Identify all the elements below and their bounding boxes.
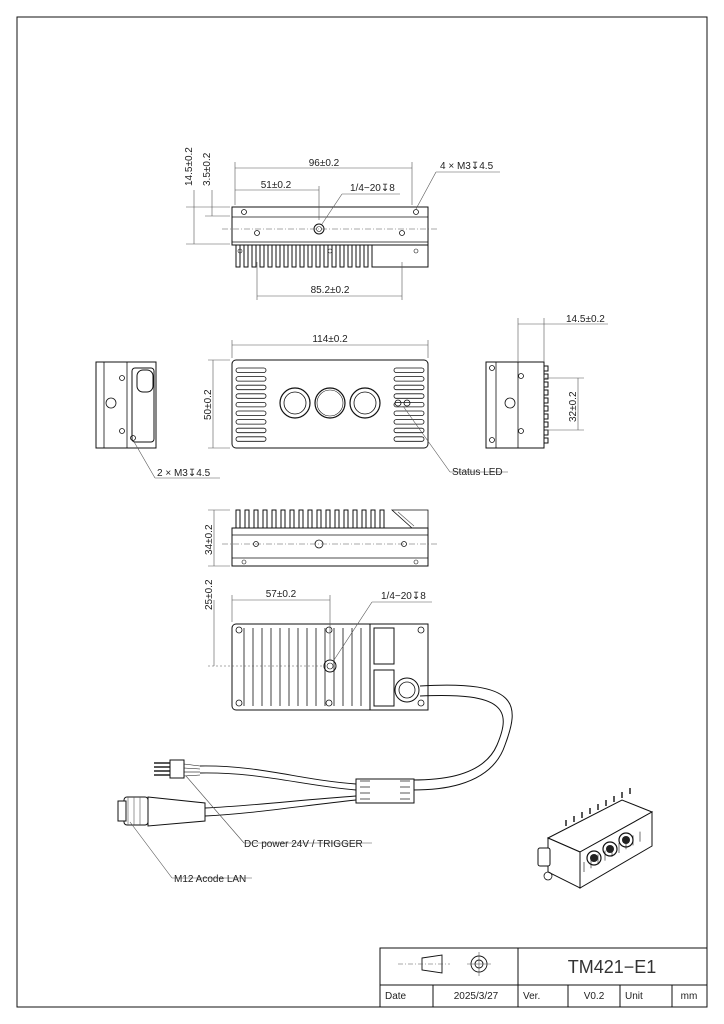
title-block: TM421−E1 Date 2025/3/27 Ver. V0.2 Unit m…: [379, 947, 708, 1008]
dim-front-width: 114±0.2: [312, 334, 348, 345]
dim-front-height: 50±0.2: [203, 389, 214, 420]
left-side-dimensions: 2 × M3↧4.5: [132, 439, 220, 479]
tripod-thread-rear: 1/4−20↧8: [381, 591, 426, 602]
dim-top-width: 96±0.2: [309, 158, 340, 169]
mount-holes-side: 2 × M3↧4.5: [157, 468, 211, 479]
cable-callouts: DC power 24V / TRIGGER M12 Acode LAN: [129, 775, 372, 885]
left-side-view: [95, 361, 157, 449]
dim-top-slot-height: 3.5±0.2: [202, 152, 213, 186]
dim-top-base-width: 85.2±0.2: [311, 285, 350, 296]
right-side-view: [485, 361, 549, 449]
dim-side-height: 32±0.2: [568, 391, 579, 422]
mount-holes-top: 4 × M3↧4.5: [440, 161, 494, 172]
dim-top-offset: 51±0.2: [261, 180, 292, 191]
isometric-view: [537, 788, 654, 889]
front-view: [231, 359, 429, 449]
callout-dc-power: DC power 24V / TRIGGER: [244, 839, 363, 850]
top-view: [222, 206, 438, 268]
dim-bottom-height: 34±0.2: [204, 524, 215, 555]
dim-top-height: 14.5±0.2: [184, 147, 195, 186]
date-label: Date: [385, 991, 407, 1002]
callout-m12-lan: M12 Acode LAN: [174, 874, 246, 885]
dim-rear-offset: 57±0.2: [266, 589, 297, 600]
right-side-dimensions: 14.5±0.2 32±0.2: [517, 314, 608, 431]
sheet-border: [16, 16, 708, 1008]
bottom-view: [222, 509, 438, 567]
bottom-view-dimensions: 34±0.2: [204, 509, 230, 567]
ver-label: Ver.: [523, 991, 540, 1002]
dim-side-depth: 14.5±0.2: [566, 314, 605, 325]
tripod-thread-top: 1/4−20↧8: [350, 183, 395, 194]
top-view-dimensions: 96±0.2 51±0.2 1/4−20↧8 4 × M3↧4.5 14.5±0…: [184, 147, 500, 300]
cable-assembly: [117, 684, 513, 827]
date-value: 2025/3/27: [454, 991, 499, 1002]
model-number: TM421−E1: [568, 957, 657, 977]
rear-view: [231, 623, 429, 711]
unit-value: mm: [681, 991, 698, 1002]
dim-rear-height: 25±0.2: [204, 579, 215, 610]
rear-view-dimensions: 57±0.2 25±0.2 1/4−20↧8: [204, 579, 432, 667]
projection-symbol-icon: [398, 952, 491, 976]
callout-status-led: Status LED: [452, 467, 503, 478]
front-view-dimensions: 114±0.2 50±0.2 Status LED: [203, 334, 508, 478]
ver-value: V0.2: [584, 991, 605, 1002]
unit-label: Unit: [625, 991, 643, 1002]
